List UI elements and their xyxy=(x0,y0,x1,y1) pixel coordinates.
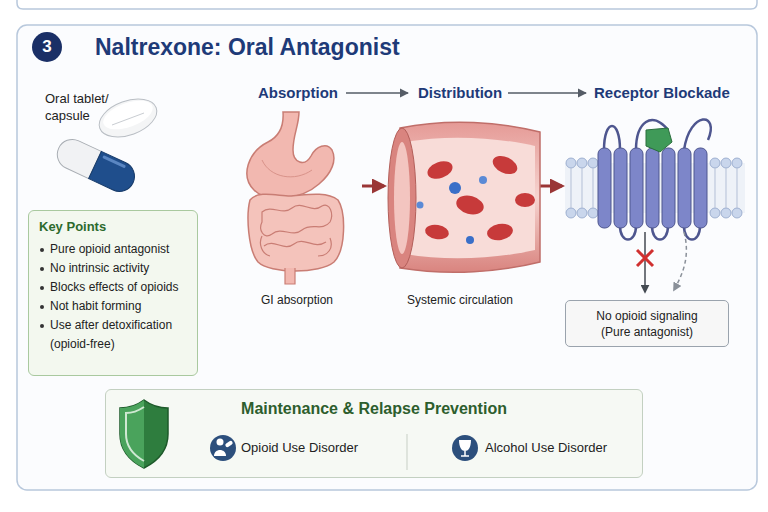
stage-label: Receptor Blockade xyxy=(594,84,730,101)
form-label: Oral tablet/ capsule xyxy=(45,90,125,124)
box-text: No opioid signaling (Pure antagonist) xyxy=(586,308,708,340)
result-box: No opioid signaling (Pure antagonist) xyxy=(565,300,729,347)
stage-arrow xyxy=(346,92,408,93)
flow-arrow xyxy=(362,185,384,188)
flow-arrow xyxy=(540,185,562,188)
stage-label: Absorption xyxy=(258,84,338,101)
box-heading: Key Points xyxy=(39,219,187,234)
bullet-item: Use after detoxification (opioid-free) xyxy=(39,316,187,354)
indication-label: Opioid Use Disorder xyxy=(241,440,358,455)
bullet-item: Blocks effects of opioids xyxy=(39,278,187,297)
illustration-caption: Systemic circulation xyxy=(395,293,525,307)
step-number: 3 xyxy=(42,37,51,57)
stage-arrow xyxy=(508,92,586,93)
illustration-caption: GI absorption xyxy=(232,293,362,307)
blood-vessel xyxy=(388,122,540,272)
panel xyxy=(17,25,757,490)
panel-edge xyxy=(17,0,757,9)
panel-heading: Maintenance & Relapse Prevention xyxy=(106,400,642,418)
step-badge: 3 xyxy=(32,32,62,62)
bullet-item: No intrinsic activity xyxy=(39,259,187,278)
bullet-item: Pure opioid antagonist xyxy=(39,240,187,259)
diagram-title: Naltrexone: Oral Antagonist xyxy=(95,34,400,61)
indication-panel: Maintenance & Relapse PreventionOpioid U… xyxy=(105,389,643,478)
key-points-box: Key PointsPure opioid antagonistNo intri… xyxy=(28,210,198,376)
indication-label: Alcohol Use Disorder xyxy=(485,440,607,455)
receptor xyxy=(565,119,745,292)
pill-icons xyxy=(52,92,162,197)
stage-label: Distribution xyxy=(418,84,502,101)
gi-tract xyxy=(247,112,344,284)
bullet-item: Not habit forming xyxy=(39,297,187,316)
